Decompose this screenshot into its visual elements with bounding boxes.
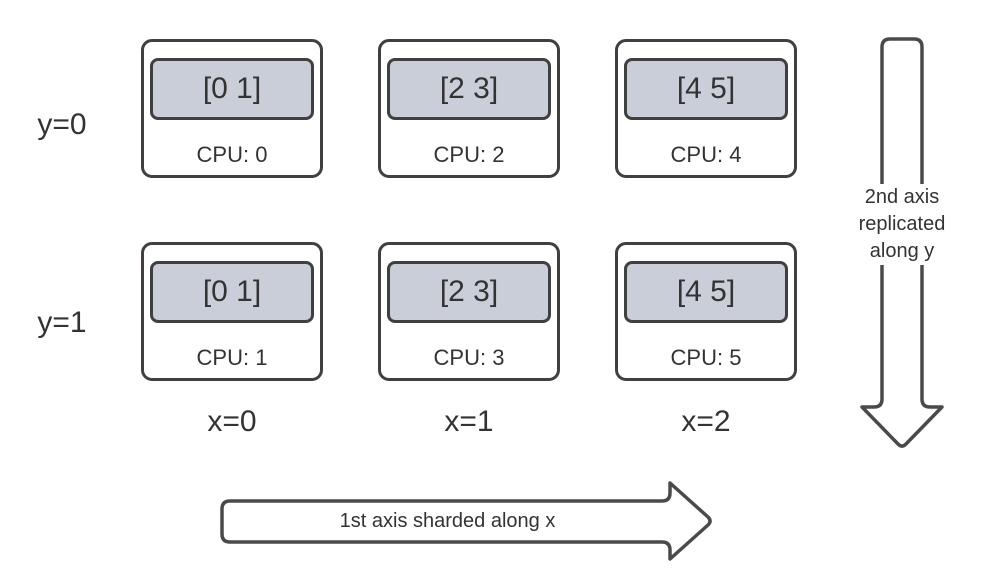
shard-card-cpu0: [0 1] CPU: 0 <box>141 39 323 178</box>
data-chip: [2 3] <box>387 58 551 120</box>
shard-card-cpu3: [2 3] CPU: 3 <box>378 242 560 381</box>
col-label-x1: x=1 <box>444 405 494 438</box>
data-chip: [2 3] <box>387 261 551 323</box>
row-label-y0: y=0 <box>37 108 87 141</box>
cpu-label: CPU: 0 <box>196 142 268 167</box>
shard-card-cpu2: [2 3] CPU: 2 <box>378 39 560 178</box>
data-chip: [4 5] <box>624 261 788 323</box>
cpu-label: CPU: 3 <box>433 345 505 370</box>
shard-card-cpu4: [4 5] CPU: 4 <box>615 39 797 178</box>
col-label-x0: x=0 <box>207 405 257 438</box>
down-arrow-label-line3: along y <box>835 238 969 265</box>
cpu-label: CPU: 4 <box>670 142 742 167</box>
down-arrow-label: 2nd axis replicated along y <box>835 184 969 265</box>
right-arrow-label: 1st axis sharded along x <box>339 510 556 532</box>
shard-data: [0 1] <box>202 72 262 105</box>
data-chip: [0 1] <box>150 261 314 323</box>
shard-data: [4 5] <box>676 72 736 105</box>
shard-card-cpu5: [4 5] CPU: 5 <box>615 242 797 381</box>
shard-data: [2 3] <box>439 275 499 308</box>
row-label-y1: y=1 <box>37 306 87 339</box>
shard-data: [2 3] <box>439 72 499 105</box>
data-chip: [4 5] <box>624 58 788 120</box>
shard-data: [0 1] <box>202 275 262 308</box>
down-arrow-label-line1: 2nd axis <box>835 184 969 211</box>
cpu-label: CPU: 1 <box>196 345 268 370</box>
down-arrow-label-line2: replicated <box>835 211 969 238</box>
data-chip: [0 1] <box>150 58 314 120</box>
col-label-x2: x=2 <box>681 405 731 438</box>
cpu-label: CPU: 5 <box>670 345 742 370</box>
shard-data: [4 5] <box>676 275 736 308</box>
shard-card-cpu1: [0 1] CPU: 1 <box>141 242 323 381</box>
cpu-label: CPU: 2 <box>433 142 505 167</box>
right-arrow <box>220 481 712 561</box>
